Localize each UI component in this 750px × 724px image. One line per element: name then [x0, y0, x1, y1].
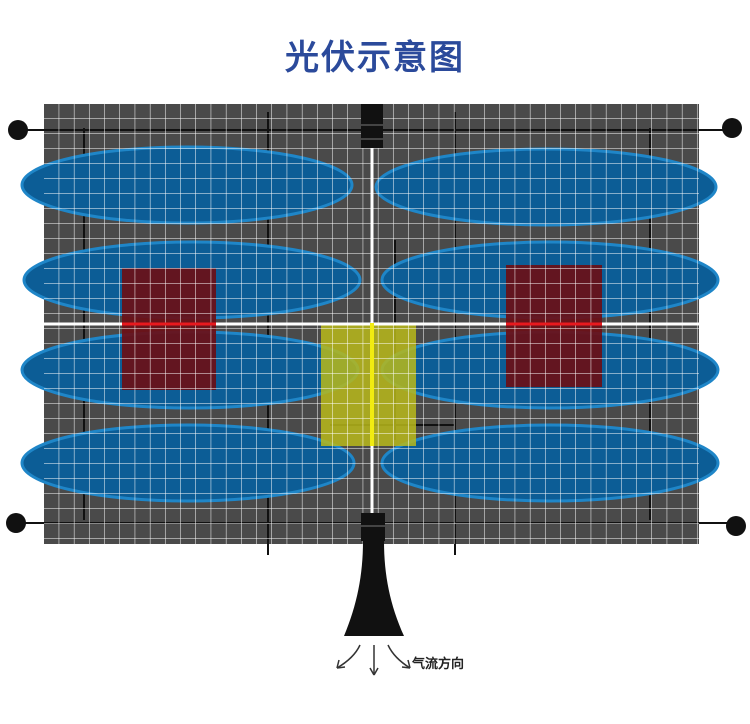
- page-title: 光伏示意图: [285, 38, 465, 78]
- airflow-arrows: [336, 644, 411, 676]
- arrow-left: [336, 644, 361, 669]
- dot-top-right: [722, 118, 742, 138]
- arrow-right: [387, 644, 411, 669]
- top-connector: [361, 104, 383, 148]
- airflow-direction-label: 气流方向: [412, 657, 465, 672]
- dot-bottom-left: [6, 513, 26, 533]
- air-nozzle: [344, 513, 404, 636]
- dot-top-left: [8, 120, 28, 140]
- dot-bottom-right: [726, 516, 746, 536]
- junction-dots: [6, 118, 746, 536]
